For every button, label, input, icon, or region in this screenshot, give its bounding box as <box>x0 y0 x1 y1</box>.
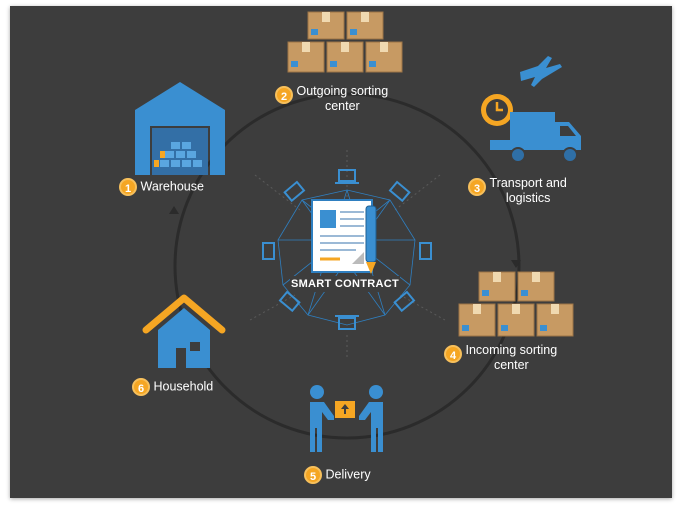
stage-incoming-label-line1: Incoming sorting <box>465 343 558 357</box>
laptop-icon <box>335 169 359 184</box>
stage-transport: 3 Transport and logistics <box>468 176 567 206</box>
stage-household-label: Household <box>153 379 214 394</box>
truck-plane-icon <box>481 56 581 163</box>
stage-incoming-sorting: 4 Incoming sorting center <box>444 343 557 373</box>
stage-number-badge: 2 <box>275 86 293 104</box>
stage-outgoing-sorting: 2 Outgoing sorting center <box>275 84 388 114</box>
smart-contract-icon <box>311 199 377 274</box>
laptop-icon <box>262 242 275 260</box>
laptop-icon <box>278 290 301 313</box>
laptop-nodes <box>262 169 432 330</box>
stage-transport-label-line2: logistics <box>505 191 551 205</box>
boxes-icon <box>287 11 403 73</box>
stage-number-badge: 4 <box>444 345 462 363</box>
stage-outgoing-label-line1: Outgoing sorting <box>296 84 389 98</box>
stage-incoming-label-line2: center <box>493 358 529 372</box>
cycle-ring <box>173 92 521 440</box>
boxes-icon <box>458 271 574 337</box>
smart-contract-label: SMART CONTRACT <box>290 278 400 290</box>
handover-icon <box>310 385 383 452</box>
stage-number-badge: 1 <box>119 178 137 196</box>
laptop-icon <box>419 242 432 260</box>
stage-number-badge: 3 <box>468 178 486 196</box>
ring-arrow-warehouse <box>169 206 179 214</box>
house-icon <box>142 294 226 368</box>
ring-arrow-transport <box>511 260 521 268</box>
stage-number-badge: 5 <box>304 466 322 484</box>
laptop-icon <box>283 180 306 203</box>
laptop-icon <box>388 180 411 203</box>
stage-number-badge: 6 <box>132 378 150 396</box>
stage-household: 6 Household <box>132 378 213 396</box>
stage-warehouse: 1 Warehouse <box>119 178 204 196</box>
stage-delivery-label: Delivery <box>325 467 371 482</box>
stage-transport-label-line1: Transport and <box>489 176 567 190</box>
stage-outgoing-label-line2: center <box>324 99 360 113</box>
stage-delivery: 5 Delivery <box>304 466 371 484</box>
spoke-lines <box>249 150 446 360</box>
warehouse-icon <box>135 82 225 175</box>
laptop-icon <box>393 290 416 313</box>
smart-contract-label-bg <box>290 276 400 292</box>
stage-warehouse-label: Warehouse <box>140 179 204 194</box>
laptop-icon <box>335 315 359 330</box>
